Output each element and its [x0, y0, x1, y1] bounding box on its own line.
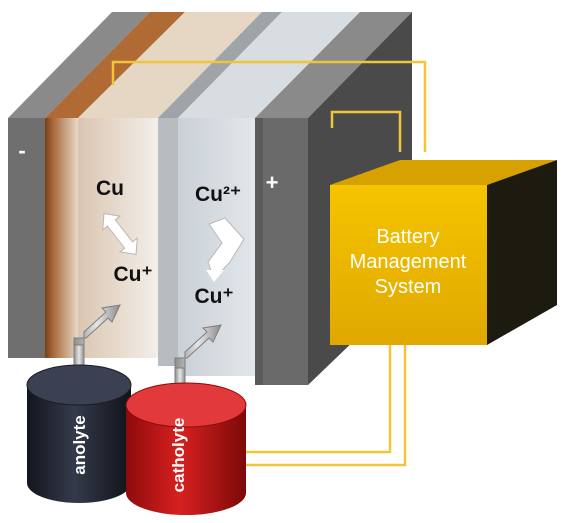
double-arrow-icon: [102, 212, 138, 256]
cathode-electrode: [255, 118, 308, 385]
bms-top-face: [330, 160, 557, 185]
bms-label-line3: System: [375, 276, 442, 298]
anolyte-chamber-top: [78, 12, 262, 118]
anode-electrode: [8, 118, 45, 358]
anode-species-bottom: Cu⁺: [113, 263, 152, 286]
catholyte-tank: catholyte: [125, 382, 247, 515]
bms-wires: [111, 60, 427, 152]
catholyte-chamber-top: [178, 12, 360, 118]
cathode-polarity-label: +: [266, 170, 279, 195]
anolyte-tank: anolyte: [26, 364, 132, 503]
cathode-electrode-edge: [255, 118, 263, 385]
wire-anode-to-bms: [111, 60, 427, 152]
wire-bms-to-catholyte: [240, 345, 407, 467]
membrane-top: [158, 12, 282, 118]
bms-label-line1: Battery: [376, 226, 439, 248]
wire-cathode-to-bms: [330, 110, 402, 152]
copper-layer-top: [45, 12, 185, 118]
cathode-species-top: Cu²⁺: [195, 183, 241, 206]
bms-label-line2: Management: [350, 251, 467, 273]
anolyte-label: anolyte: [70, 415, 89, 475]
catholyte-chamber: [178, 118, 255, 376]
bms-box: Battery Management System: [330, 160, 557, 345]
cathode-electrode-top: [255, 12, 412, 118]
cell-stack: [8, 12, 412, 385]
chevron-arrow-icon: [206, 217, 245, 282]
cathode-species-bottom: Cu⁺: [194, 285, 233, 308]
bms-front-face: [330, 185, 487, 345]
anode-species-top: Cu: [96, 177, 124, 200]
bms-side-face: [487, 160, 557, 345]
membrane: [158, 118, 178, 366]
anode-electrode-top: [8, 12, 150, 118]
catholyte-label: catholyte: [169, 418, 188, 493]
copper-layer: [45, 118, 78, 358]
anode-polarity-label: -: [18, 138, 25, 163]
